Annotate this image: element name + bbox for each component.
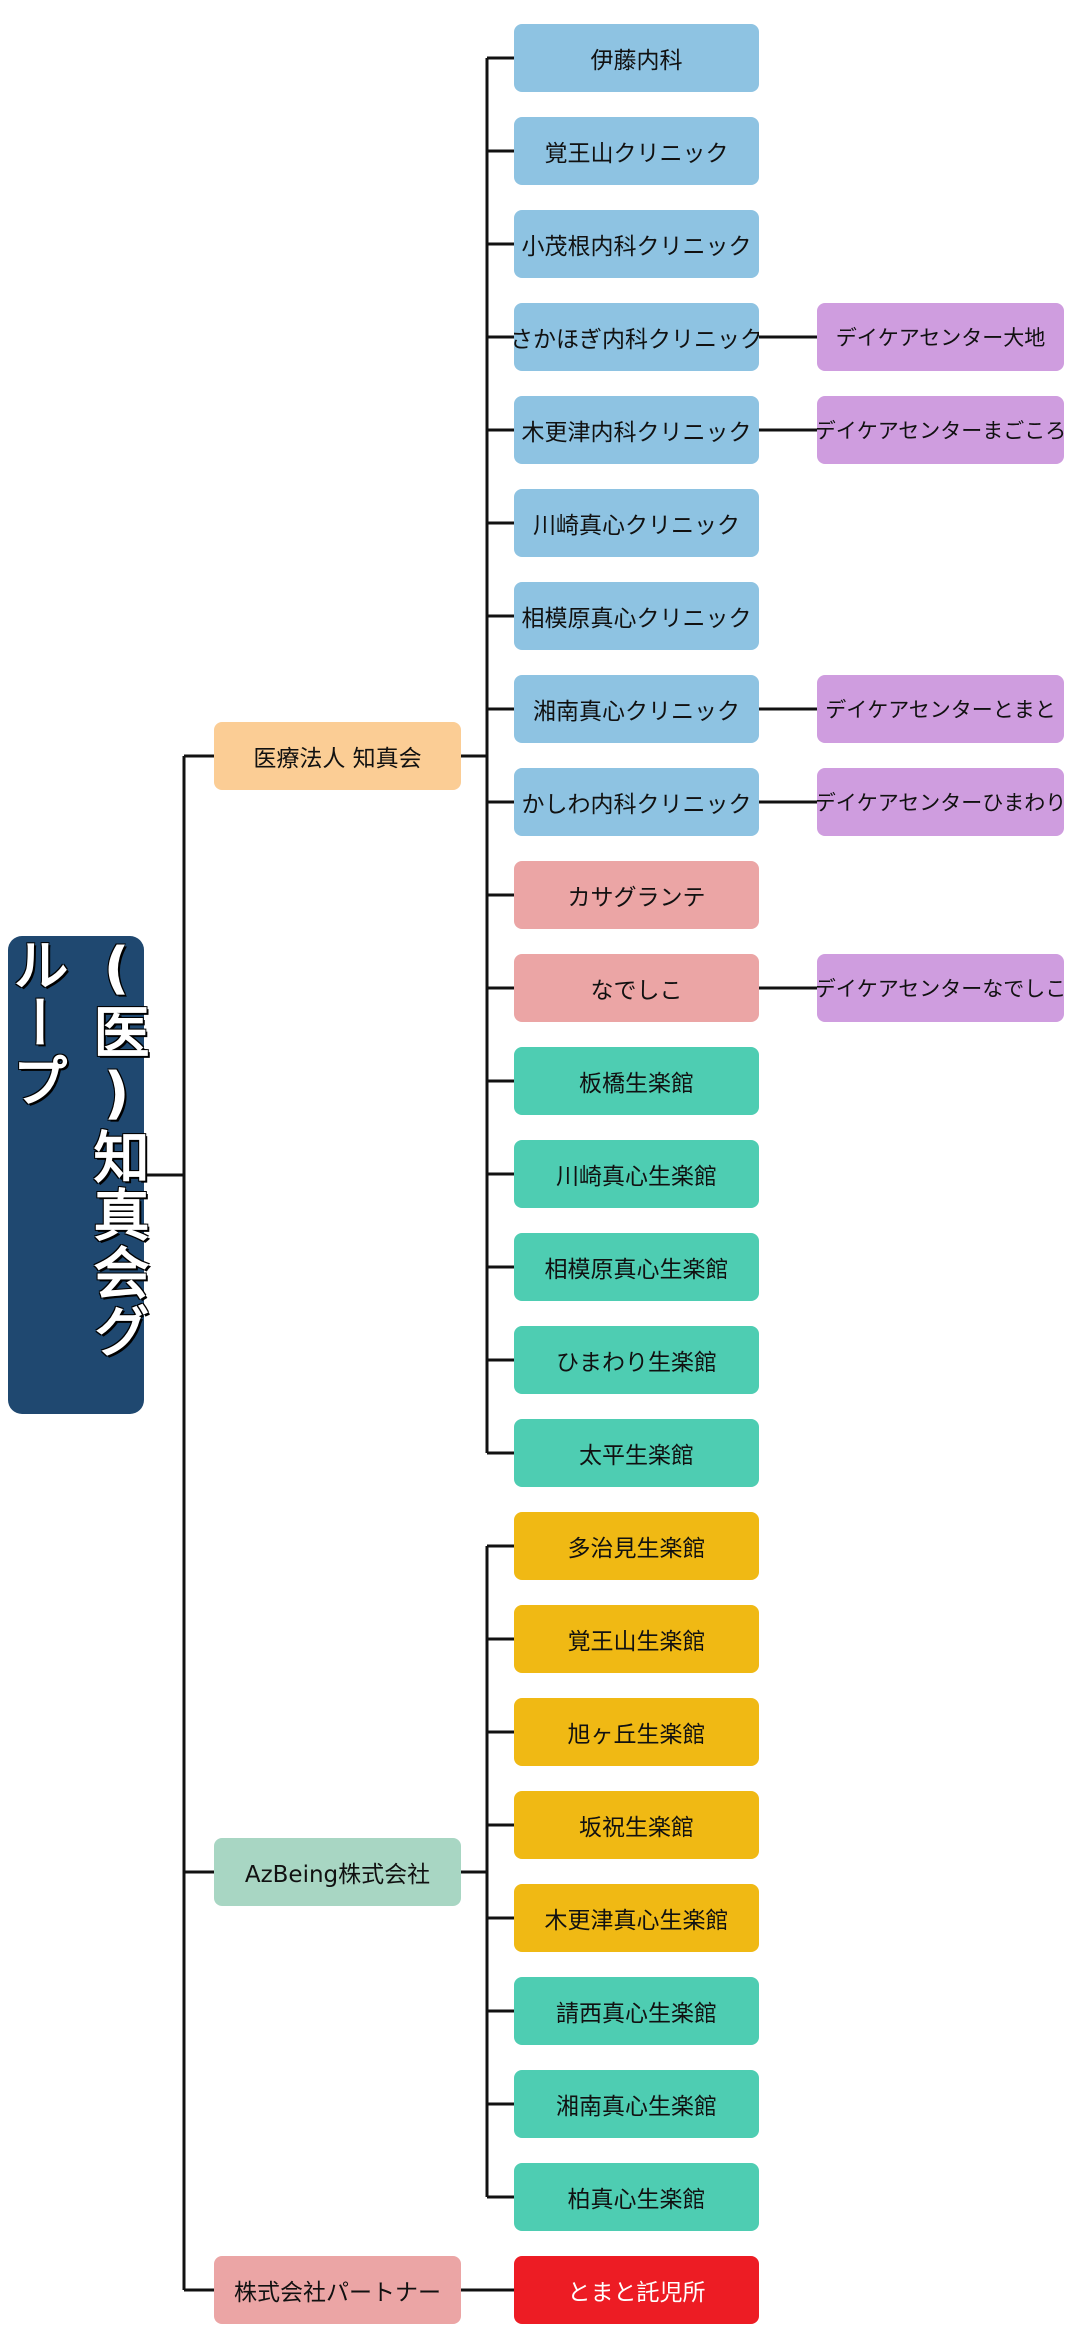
daycare-node: デイケアセンターとまと [817, 675, 1064, 743]
daycare-node-label: デイケアセンター大地 [835, 326, 1046, 350]
daycare-node-label: デイケアセンターとまと [825, 698, 1056, 722]
facility-node: 小茂根内科クリニック [514, 210, 759, 278]
facility-node: 相模原真心クリニック [514, 582, 759, 650]
facility-node: 相模原真心生楽館 [514, 1233, 759, 1301]
facility-node: 太平生楽館 [514, 1419, 759, 1487]
facility-node: 坂祝生楽館 [514, 1791, 759, 1859]
facility-node: 川崎真心クリニック [514, 489, 759, 557]
daycare-node: デイケアセンターまごころ [817, 396, 1064, 464]
facility-node: 覚王山クリニック [514, 117, 759, 185]
facility-node-label: 小茂根内科クリニック [521, 234, 752, 260]
facility-node-label: 木更津真心生楽館 [544, 1908, 729, 1934]
facility-node: 川崎真心生楽館 [514, 1140, 759, 1208]
daycare-node: デイケアセンターなでしこ [817, 954, 1064, 1022]
group-node-label: AzBeing株式会社 [244, 1862, 431, 1888]
facility-node: なでしこ [514, 954, 759, 1022]
facility-node: 湘南真心クリニック [514, 675, 759, 743]
facility-node: ひまわり生楽館 [514, 1326, 759, 1394]
group-node-label: 医療法人 知真会 [253, 746, 422, 772]
facility-node-label: 請西真心生楽館 [556, 2001, 717, 2027]
group-node: AzBeing株式会社 [214, 1838, 461, 1906]
facility-node-label: 相模原真心生楽館 [544, 1257, 729, 1283]
facility-node: 柏真心生楽館 [514, 2163, 759, 2231]
facility-node-label: 旭ヶ丘生楽館 [567, 1722, 706, 1748]
group-node: 株式会社パートナー [214, 2256, 461, 2324]
facility-node-label: 木更津内科クリニック [521, 420, 752, 446]
facility-node: 湘南真心生楽館 [514, 2070, 759, 2138]
facility-node: さかほぎ内科クリニック [514, 303, 759, 371]
facility-node: カサグランテ [514, 861, 759, 929]
facility-node-label: カサグランテ [567, 885, 706, 911]
facility-node-label: 相模原真心クリニック [521, 606, 752, 632]
facility-node: とまと託児所 [514, 2256, 759, 2324]
facility-node: 請西真心生楽館 [514, 1977, 759, 2045]
facility-node: 板橋生楽館 [514, 1047, 759, 1115]
facility-node-label: さかほぎ内科クリニック [514, 327, 759, 353]
facility-node-label: 多治見生楽館 [567, 1536, 706, 1562]
facility-node-label: 川崎真心クリニック [533, 513, 740, 539]
facility-node-label: 湘南真心クリニック [533, 699, 740, 725]
facility-node-label: 坂祝生楽館 [579, 1815, 694, 1841]
daycare-node-label: デイケアセンターひまわり [817, 791, 1064, 815]
daycare-node-label: デイケアセンターなでしこ [817, 977, 1064, 1001]
facility-node-label: かしわ内科クリニック [521, 792, 752, 818]
facility-node: 旭ヶ丘生楽館 [514, 1698, 759, 1766]
facility-node-label: とまと託児所 [567, 2280, 706, 2306]
facility-node-label: ひまわり生楽館 [556, 1350, 717, 1376]
facility-node: 木更津内科クリニック [514, 396, 759, 464]
facility-node-label: 覚王山クリニック [544, 141, 729, 167]
facility-node-label: 柏真心生楽館 [567, 2187, 706, 2213]
daycare-node-label: デイケアセンターまごころ [817, 419, 1064, 443]
facility-node: 伊藤内科 [514, 24, 759, 92]
root-label: (医)知真会グループ [3, 936, 149, 1360]
facility-node: かしわ内科クリニック [514, 768, 759, 836]
facility-node-label: 覚王山生楽館 [567, 1629, 706, 1655]
group-node: 医療法人 知真会 [214, 722, 461, 790]
daycare-node: デイケアセンターひまわり [817, 768, 1064, 836]
facility-node-label: 伊藤内科 [590, 48, 683, 74]
group-node-label: 株式会社パートナー [234, 2280, 441, 2306]
root-node: (医)知真会グループ [3, 936, 149, 1414]
daycare-node: デイケアセンター大地 [817, 303, 1064, 371]
facility-node-label: なでしこ [590, 978, 683, 1004]
facility-node: 多治見生楽館 [514, 1512, 759, 1580]
facility-node-label: 川崎真心生楽館 [556, 1164, 717, 1190]
facility-node-label: 湘南真心生楽館 [556, 2094, 717, 2120]
facility-node: 木更津真心生楽館 [514, 1884, 759, 1952]
facility-node-label: 板橋生楽館 [579, 1071, 694, 1097]
facility-node: 覚王山生楽館 [514, 1605, 759, 1673]
facility-node-label: 太平生楽館 [579, 1443, 694, 1469]
